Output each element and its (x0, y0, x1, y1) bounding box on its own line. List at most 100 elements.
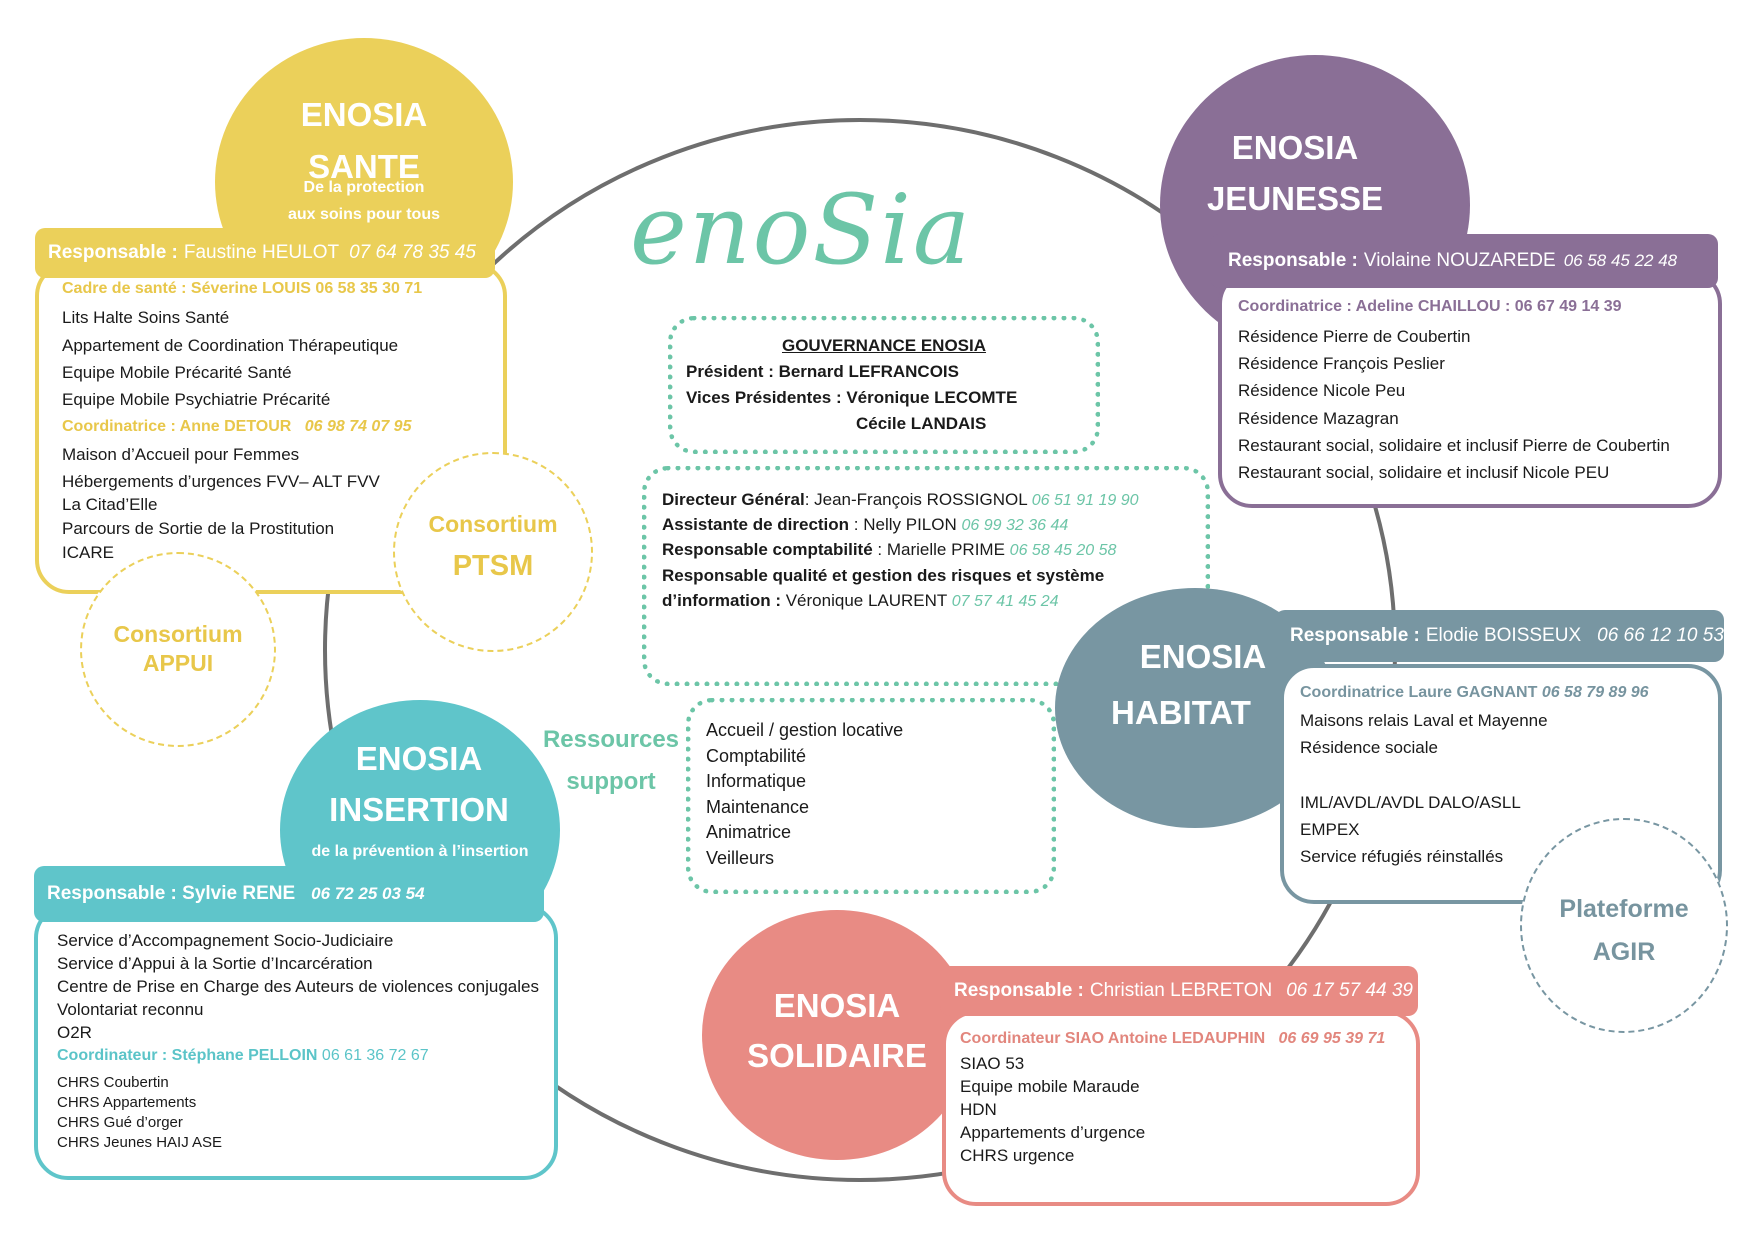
direction-name-3: Marielle PRIME (886, 540, 1005, 559)
sante-item-6: Hébergements d’urgences FVV– ALT FVV (62, 472, 380, 491)
insertion-item-4: Volontariat reconnu (57, 1000, 204, 1019)
habitat-resp-phone: 06 66 12 10 53 (1597, 625, 1724, 646)
consortium-appui-line2: APPUI (142, 650, 214, 676)
insertion-item-8: CHRS Gué d’orger (57, 1114, 183, 1131)
direction-phone-3: 06 58 45 20 58 (1009, 542, 1117, 559)
insertion-resp-phone: 06 72 25 03 54 (311, 884, 425, 903)
enosia-logo: enoSia (630, 174, 973, 286)
sante-subtitle1: De la protection (303, 179, 425, 196)
sante-title2: SANTE (308, 148, 420, 185)
ressources-item-2: Comptabilité (706, 746, 807, 766)
direction-sep-2: : (849, 515, 864, 534)
consortium-appui-line1: Consortium (113, 621, 243, 647)
jeunesse-resp-name: Violaine NOUZAREDE (1363, 250, 1556, 271)
direction-row-3: Responsable comptabilité : Marielle PRIM… (662, 540, 1116, 560)
ressources-title1: Ressources (542, 726, 680, 753)
solidaire-resp-phone: 06 17 57 44 39 (1286, 980, 1413, 1001)
qualite-phone: 07 57 41 45 24 (951, 593, 1059, 610)
insertion-item-2: Service d’Appui à la Sortie d’Incarcérat… (57, 954, 373, 973)
insertion-item-3: Centre de Prise en Charge des Auteurs de… (57, 977, 539, 996)
habitat-resp-name: Elodie BOISSEUX (1425, 625, 1582, 646)
sante-item-2: Appartement de Coordination Thérapeutiqu… (62, 336, 399, 355)
direction-phone-2: 06 99 32 36 44 (961, 517, 1069, 534)
jeunesse-item-2: Résidence François Peslier (1238, 354, 1445, 373)
sante-responsable-bar: Responsable : Faustine HEULOT 07 64 78 3… (35, 228, 495, 278)
direction-row-2: Assistante de direction : Nelly PILON 06… (662, 515, 1068, 535)
insertion-title1: ENOSIA (355, 740, 483, 777)
direction-label-2: Assistante de direction (662, 515, 850, 534)
solidaire-box (942, 1010, 1420, 1206)
insertion-item-6: CHRS Coubertin (57, 1074, 169, 1091)
jeunesse-resp-phone: 06 58 45 22 48 (1563, 251, 1678, 270)
ressources-item-3: Informatique (706, 771, 807, 791)
insertion-coord-label: Coordinateur : Stéphane PELLOIN (57, 1047, 318, 1064)
consortium-ptsm-line2: PTSM (452, 550, 534, 582)
gouvernance-title: GOUVERNANCE ENOSIA (781, 336, 987, 355)
insertion-title2: INSERTION (329, 791, 509, 828)
habitat-resp-label: Responsable : (1290, 625, 1420, 646)
ressources-item-1: Accueil / gestion locative (706, 720, 904, 740)
gouvernance-vices: Vices Présidentes : Véronique LECOMTE (686, 388, 1018, 407)
consortium-ptsm-circle: Consortium PTSM (393, 452, 593, 652)
sante-cadre: Cadre de santé : Séverine LOUIS 06 58 35… (62, 280, 423, 297)
solidaire-resp-name: Christian LEBRETON (1089, 980, 1273, 1001)
jeunesse-item-6: Restaurant social, solidaire et inclusif… (1238, 463, 1610, 482)
gouvernance-president: Président : Bernard LEFRANCOIS (686, 362, 959, 381)
ressources-item-6: Veilleurs (706, 848, 775, 868)
plateforme-line1: Plateforme (1559, 895, 1689, 923)
direction-sep-1: : (804, 490, 815, 509)
insertion-coordinateur: Coordinateur : Stéphane PELLOIN 06 61 36… (57, 1047, 429, 1065)
direction-phone-1: 06 51 91 19 90 (1031, 492, 1139, 509)
sante-item-1: Lits Halte Soins Santé (62, 308, 230, 327)
jeunesse-resp-label: Responsable : (1228, 250, 1358, 271)
habitat-coordinatrice: Coordinatrice Laure GAGNANT 06 58 79 89 … (1300, 684, 1649, 702)
insertion-responsable-bar: Responsable : Sylvie RENE 06 72 25 03 54 (34, 866, 544, 922)
habitat-item-5: Service réfugiés réinstallés (1300, 847, 1504, 866)
insertion-item-5: O2R (57, 1023, 92, 1042)
habitat-item-1: Maisons relais Laval et Mayenne (1300, 711, 1548, 730)
solidaire-coord-phone: 06 69 95 39 71 (1278, 1030, 1386, 1047)
solidaire-resp-label: Responsable : (954, 980, 1084, 1001)
solidaire-circle: ENOSIA SOLIDAIRE (702, 910, 972, 1160)
sante-item-4: Equipe Mobile Psychiatrie Précarité (62, 390, 331, 409)
sante-resp-phone: 07 64 78 35 45 (349, 242, 476, 263)
solidaire-item-4: Appartements d’urgence (960, 1123, 1146, 1142)
direction-name-1: Jean-François ROSSIGNOL (814, 490, 1028, 509)
direction-sep-3: : (872, 540, 887, 559)
habitat-title2: HABITAT (1111, 694, 1251, 731)
direction-label-1: Directeur Général (662, 490, 805, 509)
habitat-coord-label: Coordinatrice Laure GAGNANT (1300, 684, 1538, 701)
direction-row-1: Directeur Général: Jean-François ROSSIGN… (662, 490, 1139, 510)
habitat-item-2: Résidence sociale (1300, 738, 1438, 757)
sante-coord-phone: 06 98 74 07 95 (304, 418, 412, 435)
solidaire-coordinateur: Coordinateur SIAO Antoine LEDAUPHIN 06 6… (960, 1030, 1385, 1048)
insertion-item-1: Service d’Accompagnement Socio-Judiciair… (57, 931, 394, 950)
habitat-coord-phone: 06 58 79 89 96 (1541, 684, 1649, 701)
habitat-item-4: EMPEX (1300, 820, 1360, 839)
jeunesse-coordinatrice: Coordinatrice : Adeline CHAILLOU : 06 67… (1238, 298, 1622, 315)
habitat-item-3: IML/AVDL/AVDL DALO/ASLL (1300, 793, 1521, 812)
gouvernance-box (668, 316, 1100, 454)
consortium-appui-circle: Consortium APPUI (80, 552, 276, 747)
sante-title1: ENOSIA (300, 96, 428, 133)
ressources-item-5: Animatrice (706, 822, 792, 842)
sante-item-5: Maison d’Accueil pour Femmes (62, 445, 300, 464)
direction-name-2: Nelly PILON (863, 515, 957, 534)
qualite-row: d’information : Véronique LAURENT 07 57 … (662, 591, 1059, 611)
habitat-title1: ENOSIA (1139, 638, 1267, 675)
solidaire-title2: SOLIDAIRE (747, 1037, 927, 1074)
jeunesse-title2: JEUNESSE (1206, 180, 1384, 217)
insertion-coord-phone: 06 61 36 72 67 (321, 1047, 429, 1064)
insertion-subtitle: de la prévention à l’insertion (311, 843, 529, 860)
ressources-box (686, 698, 1056, 894)
qualite-label2: d’information : (662, 591, 781, 610)
jeunesse-item-5: Restaurant social, solidaire et inclusif… (1238, 436, 1670, 455)
sante-coord-label: Coordinatrice : Anne DETOUR (62, 418, 292, 435)
gouvernance-vice2: Cécile LANDAIS (856, 414, 987, 433)
direction-label-3: Responsable comptabilité (662, 540, 873, 559)
sante-subtitle2: aux soins pour tous (287, 206, 440, 223)
ressources-item-4: Maintenance (706, 797, 810, 817)
insertion-item-7: CHRS Appartements (57, 1094, 197, 1111)
jeunesse-item-4: Résidence Mazagran (1238, 409, 1399, 428)
sante-item-7: La Citad’Elle (62, 495, 158, 514)
